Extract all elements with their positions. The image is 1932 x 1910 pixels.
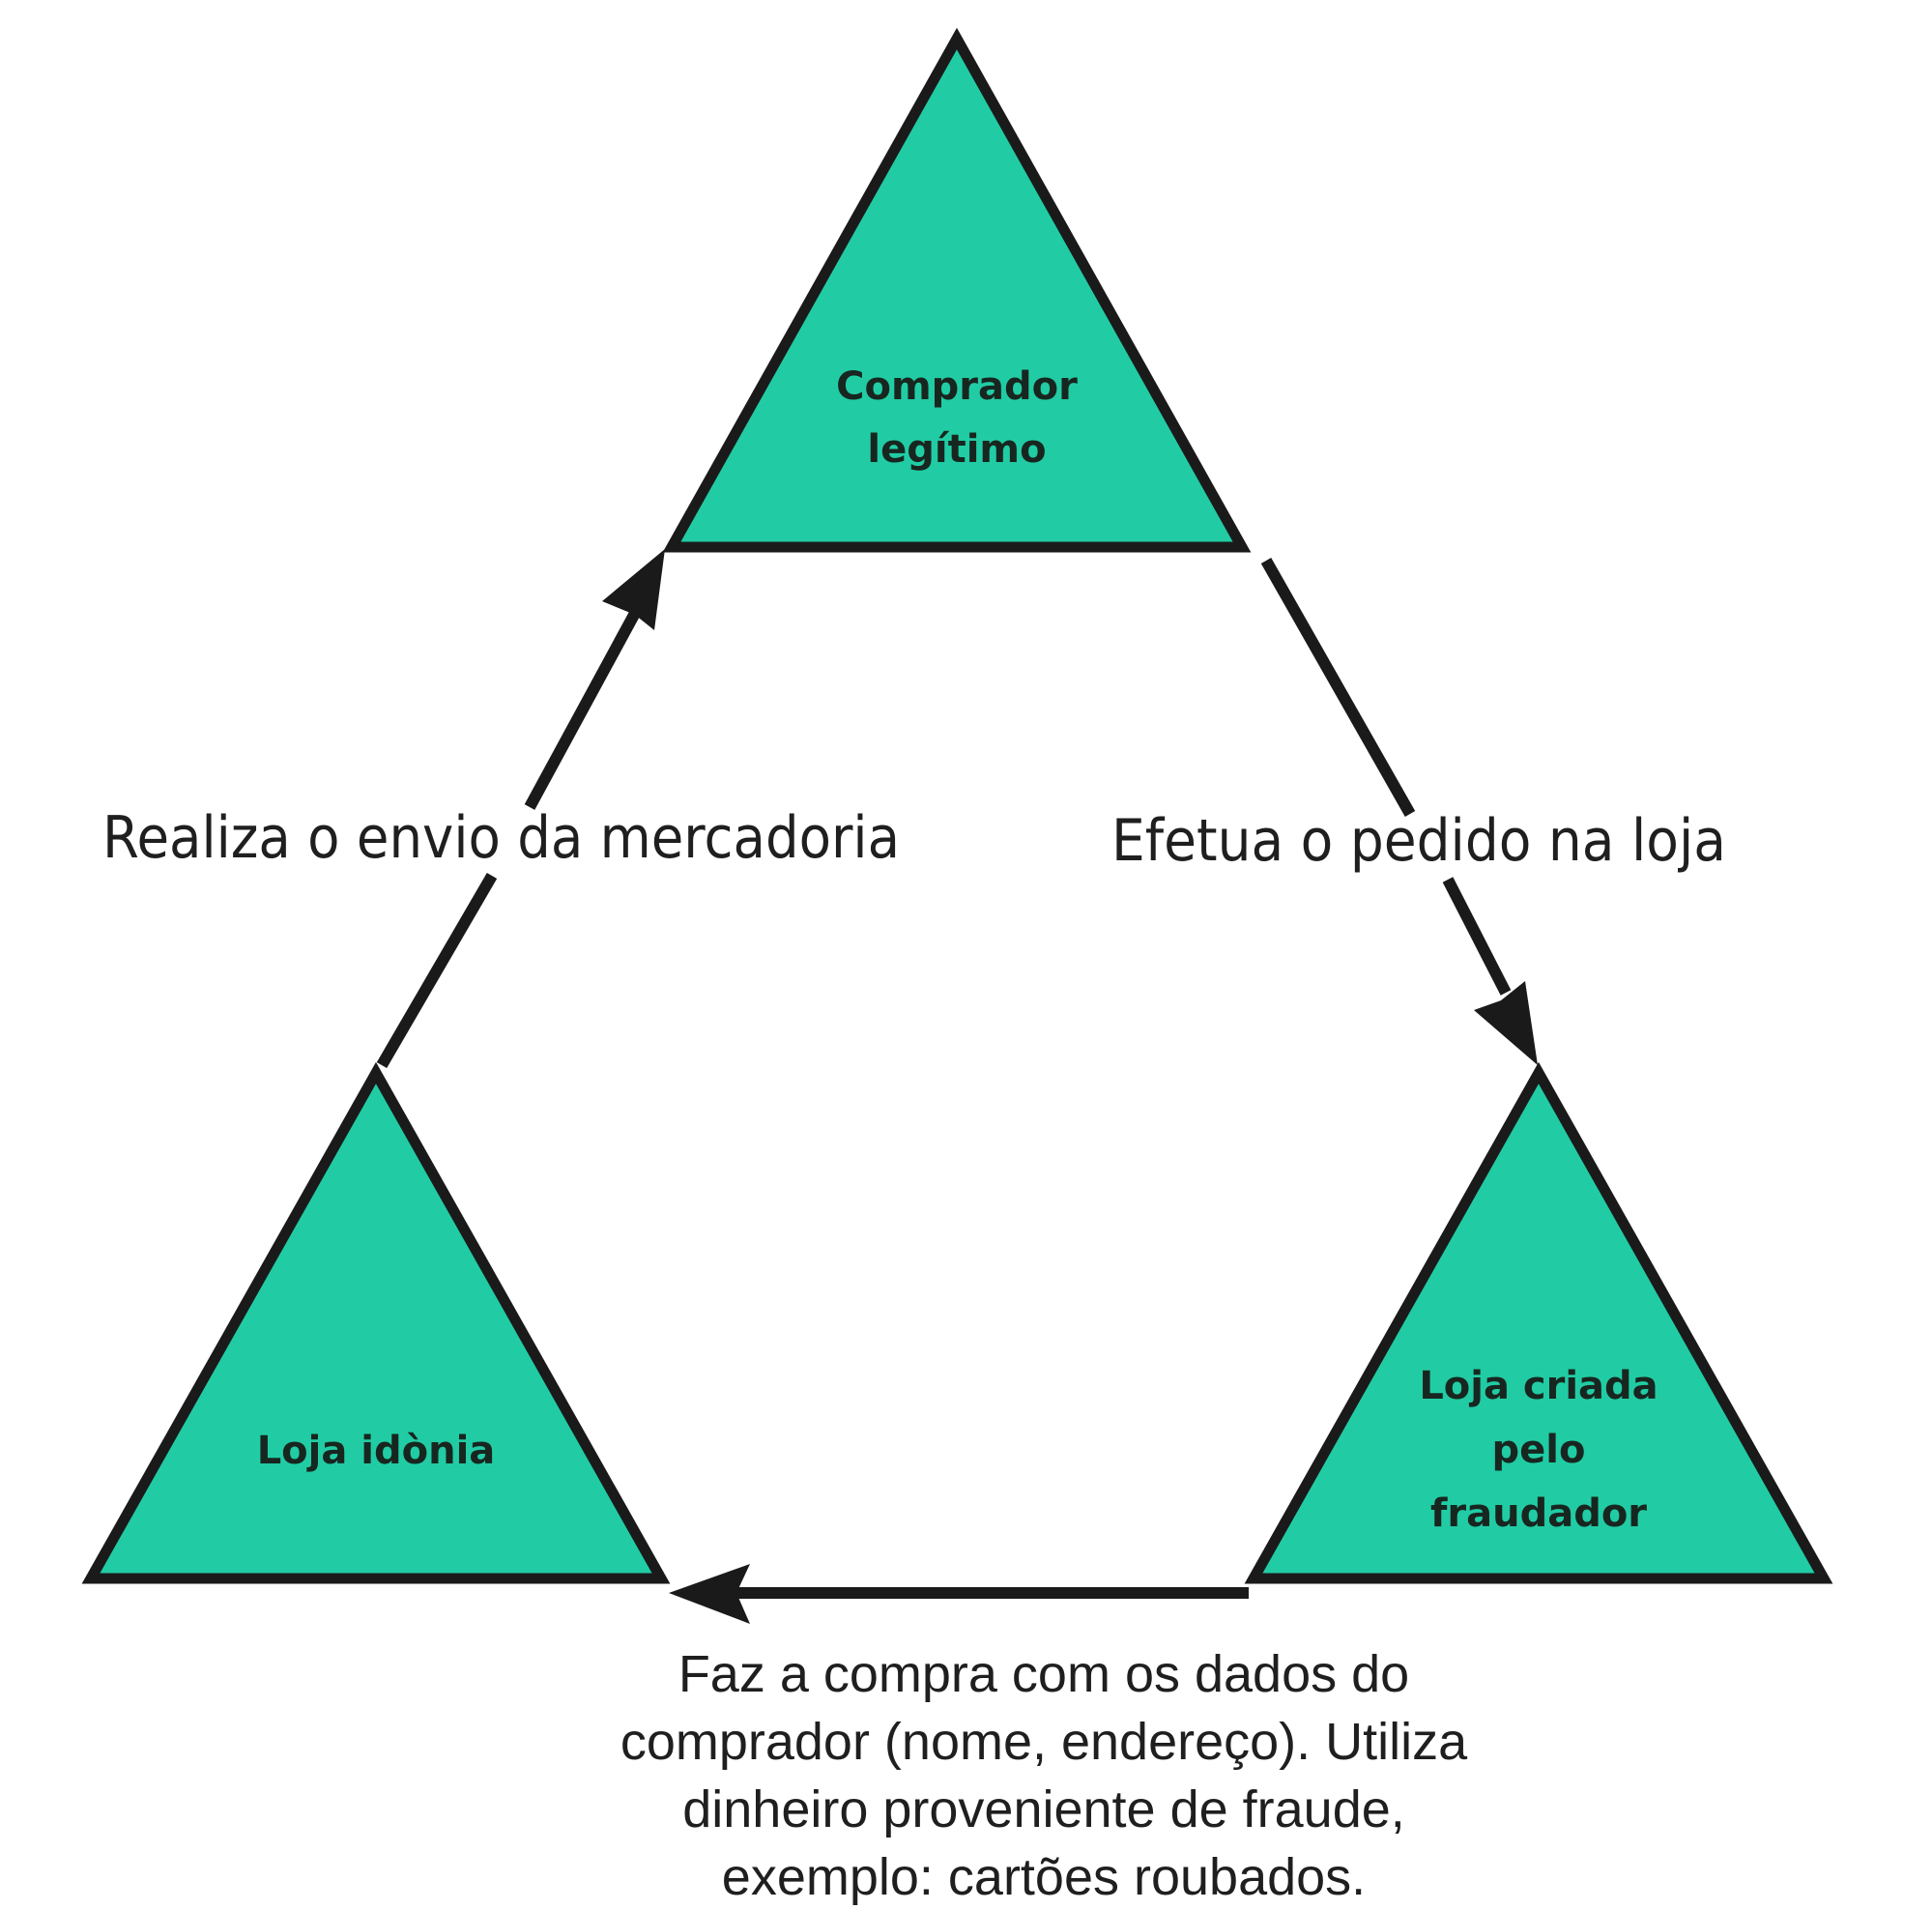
node-label-line: pelo bbox=[1492, 1428, 1586, 1472]
arrowhead-icon bbox=[602, 549, 665, 630]
edge-label: Realiza o envio da mercadoria bbox=[102, 804, 900, 872]
arrowhead-icon bbox=[669, 1564, 750, 1624]
edge-label: Efetua o pedido na loja bbox=[1111, 807, 1726, 875]
edge-bottom: Faz a compra com os dados do comprador (… bbox=[620, 1564, 1468, 1906]
edge-label-line: exemplo: cartões roubados. bbox=[722, 1848, 1366, 1906]
arrowhead-icon bbox=[1474, 981, 1538, 1065]
edge-label-line: comprador (nome, endereço). Utiliza bbox=[620, 1713, 1468, 1771]
node-loja-idonia: Loja idònia bbox=[81, 1061, 671, 1584]
node-loja-fraudador: Loja criada pelo fraudador bbox=[1244, 1061, 1833, 1584]
connector-line bbox=[524, 601, 646, 810]
edge-left: Realiza o envio da mercadoria bbox=[102, 549, 900, 1069]
node-label-line: Comprador bbox=[836, 364, 1078, 409]
node-label-line: fraudador bbox=[1430, 1491, 1647, 1536]
triangle-shape bbox=[662, 27, 1252, 553]
edge-label-line: Faz a compra com os dados do bbox=[678, 1645, 1409, 1703]
triangle-shape bbox=[81, 1061, 671, 1584]
connector-line bbox=[1442, 877, 1512, 996]
triangle-shape bbox=[1244, 1061, 1833, 1584]
connector-line bbox=[1260, 558, 1416, 817]
connector-line bbox=[376, 872, 498, 1069]
node-comprador-legitimo: Comprador legítimo bbox=[662, 27, 1252, 553]
node-label-line: legítimo bbox=[867, 427, 1046, 472]
node-label-line: Loja criada bbox=[1419, 1364, 1658, 1408]
edge-label-line: dinheiro proveniente de fraude, bbox=[682, 1780, 1405, 1838]
edge-right: Efetua o pedido na loja bbox=[1111, 558, 1726, 1065]
node-label-line: Loja idònia bbox=[257, 1429, 496, 1473]
